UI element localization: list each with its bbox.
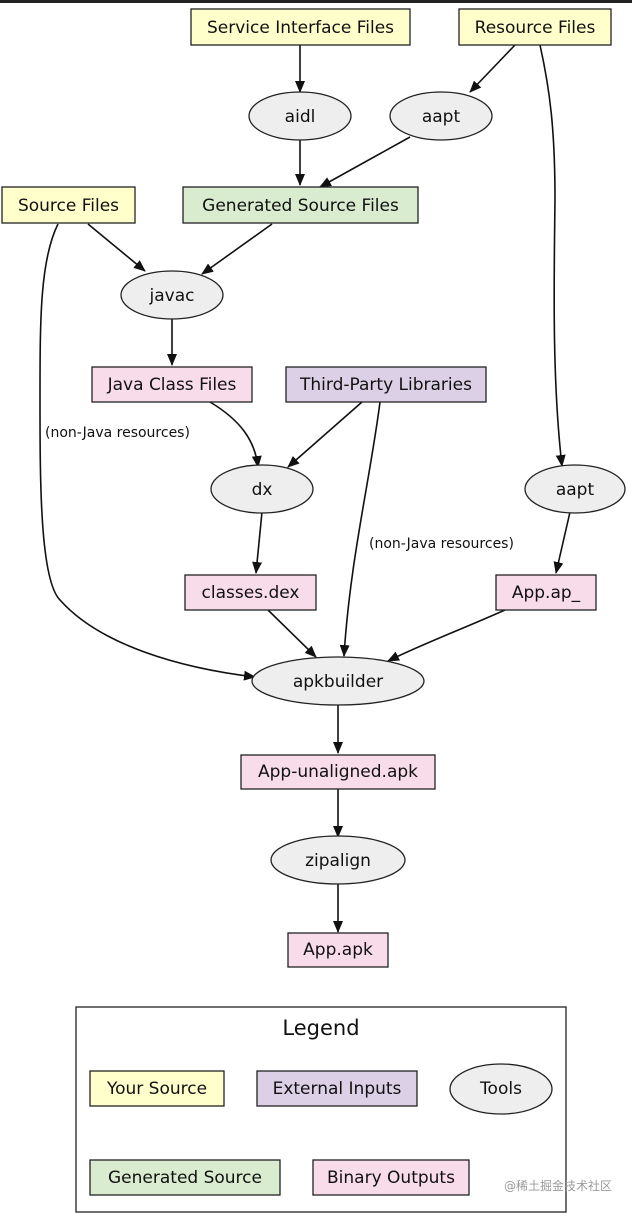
legend-label: Generated Source — [108, 1168, 262, 1188]
legend-label: External Inputs — [273, 1079, 402, 1099]
edge-aaptright-to-appap — [553, 511, 571, 574]
edge-dx-to-classesdex — [252, 511, 263, 574]
top-border — [0, 0, 632, 3]
node-resource-files: Resource Files — [458, 8, 612, 46]
edge-appap-to-apkbuilder — [387, 609, 506, 662]
node-label: dx — [252, 480, 273, 500]
edge-source-to-apkbuilder — [39, 223, 256, 681]
legend-label: Your Source — [106, 1079, 207, 1099]
edge-aapt-to-generated — [319, 136, 411, 188]
legend-tools: Tools — [449, 1063, 553, 1115]
node-label: aapt — [556, 480, 595, 500]
node-dx: dx — [210, 464, 314, 514]
node-label: Service Interface Files — [207, 18, 394, 38]
node-javac: javac — [120, 270, 224, 320]
edge-source-to-javac — [87, 223, 146, 272]
node-zipalign: zipalign — [270, 835, 406, 885]
edge-resource-to-aapt-right — [539, 44, 566, 467]
legend-binary-outputs: Binary Outputs — [312, 1159, 470, 1196]
legend: Legend Your Source External Inputs Tools… — [75, 1006, 567, 1213]
node-label: Generated Source Files — [202, 196, 399, 216]
node-label: classes.dex — [202, 583, 300, 603]
legend-label: Tools — [479, 1079, 522, 1099]
node-apkbuilder: apkbuilder — [251, 656, 425, 706]
edge-classesdex-to-apkbuilder — [267, 609, 317, 658]
node-java-class-files: Java Class Files — [91, 366, 253, 403]
node-app-unaligned-apk: App-unaligned.apk — [240, 754, 436, 790]
node-label: aapt — [422, 107, 461, 127]
node-source-files: Source Files — [1, 186, 136, 224]
edge-resource-to-aapt — [469, 44, 516, 93]
node-app-apk: App.apk — [287, 932, 389, 968]
node-label: App-unaligned.apk — [258, 762, 418, 782]
watermark: @稀土掘金技术社区 — [503, 1179, 612, 1193]
edge-thirdparty-to-apkbuilder — [339, 401, 381, 657]
legend-title: Legend — [282, 1016, 359, 1040]
node-label: App.apk — [303, 940, 373, 960]
node-label: javac — [149, 286, 195, 306]
node-app-ap: App.ap_ — [495, 574, 597, 611]
node-aidl: aidl — [248, 91, 352, 141]
node-aapt-top: aapt — [389, 91, 493, 141]
node-service-interface-files: Service Interface Files — [190, 8, 411, 46]
node-label: Source Files — [18, 196, 119, 216]
node-label: zipalign — [305, 851, 371, 871]
legend-external-inputs: External Inputs — [256, 1070, 418, 1107]
node-label: Third-Party Libraries — [299, 375, 472, 395]
node-classes-dex: classes.dex — [184, 574, 317, 611]
legend-label: Binary Outputs — [327, 1168, 455, 1188]
node-label: App.ap_ — [512, 583, 581, 603]
edge-generated-to-javac — [201, 223, 273, 275]
node-aapt-right: aapt — [524, 464, 626, 514]
node-label: apkbuilder — [293, 672, 383, 692]
legend-your-source: Your Source — [89, 1070, 225, 1107]
edge-label-source-nonjava: (non-Java resources) — [45, 425, 190, 441]
edge-javaclass-to-dx — [209, 401, 262, 468]
node-label: Resource Files — [475, 18, 596, 38]
node-generated-source-files: Generated Source Files — [182, 186, 419, 224]
node-third-party-libraries: Third-Party Libraries — [285, 366, 487, 403]
node-label: Java Class Files — [107, 375, 237, 395]
edges — [39, 44, 571, 933]
node-label: aidl — [285, 107, 316, 127]
legend-generated-source: Generated Source — [89, 1159, 281, 1196]
edge-thirdparty-to-dx — [287, 401, 363, 468]
edge-label-thirdparty-nonjava: (non-Java resources) — [369, 536, 514, 552]
